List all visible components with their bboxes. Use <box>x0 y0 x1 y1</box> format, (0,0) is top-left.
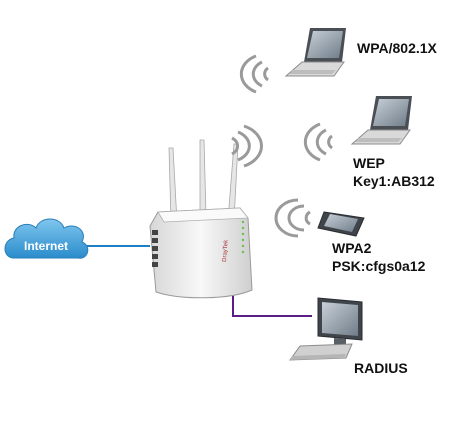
internet-label: Internet <box>24 239 68 253</box>
wifi-waves-icon <box>274 198 311 238</box>
wifi-waves-icon <box>239 54 269 94</box>
label-wpa2: WPA2 <box>332 240 372 256</box>
label-wep: WEP <box>353 155 385 171</box>
label-radius: RADIUS <box>354 360 408 376</box>
router-icon <box>149 124 263 299</box>
label-wep-key: Key1:AB312 <box>353 173 435 189</box>
pda-icon <box>274 198 365 238</box>
label-wpa8021x: WPA/802.1X <box>357 40 438 56</box>
router-brand-label: DrayTek <box>222 239 230 262</box>
wifi-waves-icon <box>303 122 333 162</box>
desktop-pc-icon <box>289 297 363 361</box>
laptop-icon <box>239 28 346 94</box>
router-wifi-waves-icon <box>231 124 263 168</box>
label-wpa2-psk: PSK:cfgs0a12 <box>332 258 426 274</box>
internet-cloud-icon <box>4 218 89 259</box>
laptop-icon <box>303 96 412 162</box>
